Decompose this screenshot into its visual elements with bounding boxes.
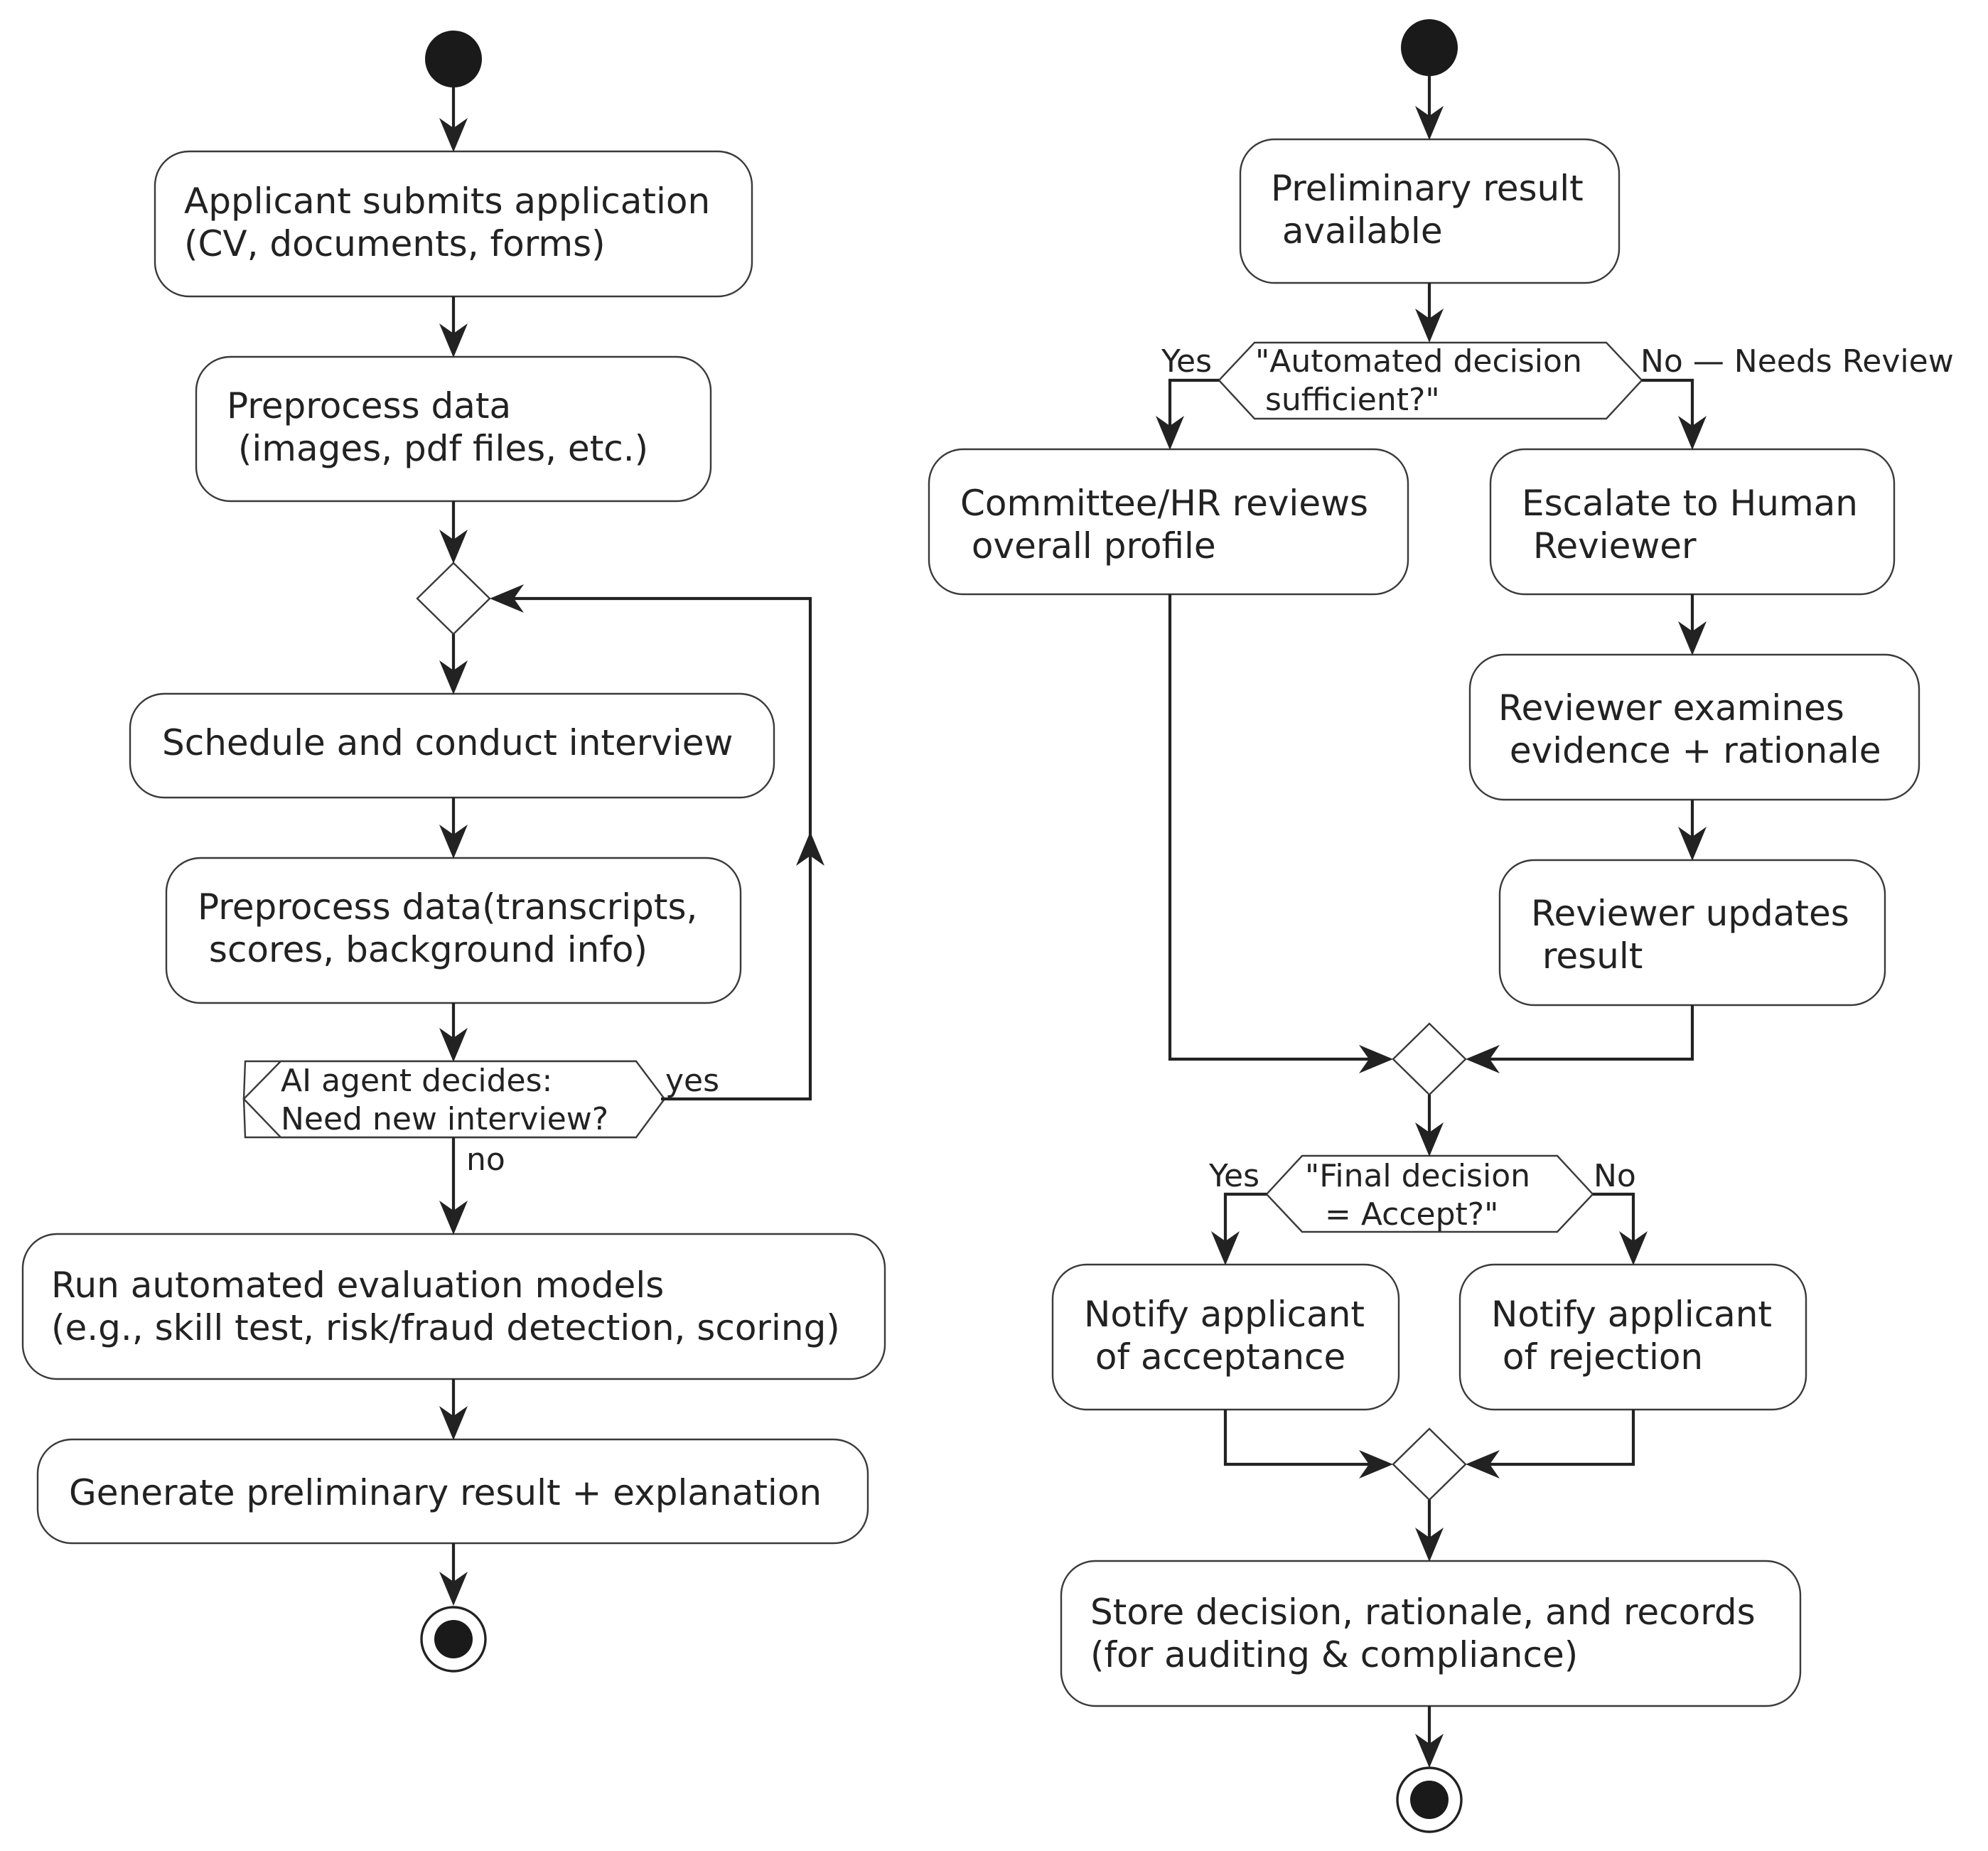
ai-no-label: no [466,1142,505,1178]
reviewer-examines-box [1468,653,1920,801]
right-end-node-dot [1410,1781,1449,1819]
right-arrowheads [1156,106,1707,1768]
automated-yes-label: Yes [1161,343,1212,380]
committee-review-text: Committee/HR reviews overall profile [0,0,1425,567]
notify-rejection-text: Notify applicant of rejection [1491,1294,1772,1378]
preprocess-data-text: Preprocess data (images, pdf files, etc.… [0,0,682,469]
notify-acceptance-text: Notify applicant of acceptance [1084,1294,1365,1378]
ai-decision-shape [242,1060,666,1139]
ai-yes-label: yes [665,1063,719,1099]
automated-no-label: No — Needs Review [1640,343,1954,380]
preliminary-result-text: Preliminary result available [0,0,1640,252]
store-decision-text: Store decision, rationale, and records (… [1090,1592,1767,1675]
left-end-node-dot [434,1620,473,1658]
left-start-node [425,31,482,87]
submit-application-text: Applicant submits application (CV, docum… [184,181,721,264]
ai-decision-text: AI agent decides: Need new interview? [281,1063,608,1137]
review-merge-diamond [1392,1022,1467,1096]
preprocess-transcripts-text: Preprocess data(transcripts, scores, bac… [0,0,754,970]
reviewer-examines-text: Reviewer examines evidence + rationale [0,0,1915,771]
escalate-reviewer-text: Escalate to Human Reviewer [0,0,1914,567]
generate-result-text: Generate preliminary result + explanatio… [69,1472,822,1513]
run-evaluation-box [21,1233,886,1380]
automated-decision-text: "Automated decision sufficient?" [0,0,1632,418]
reviewer-updates-text: Reviewer updates result [1531,893,1849,977]
final-yes-label: Yes [1208,1158,1259,1194]
final-decision-text: "Final decision = Accept?" [1305,1158,1530,1233]
right-connectors [1168,76,1694,1763]
schedule-interview-text: Schedule and conduct interview [162,722,733,763]
final-no-label: No [1594,1158,1636,1194]
notify-merge-diamond [1392,1427,1467,1501]
interview-loop-merge-diamond [416,562,491,635]
right-start-node [1401,19,1458,76]
left-connectors [451,87,812,1601]
store-decision-box [1060,1560,1802,1707]
left-arrowheads [439,118,824,1606]
run-evaluation-text: Run automated evaluation models (e.g., s… [51,1265,840,1348]
